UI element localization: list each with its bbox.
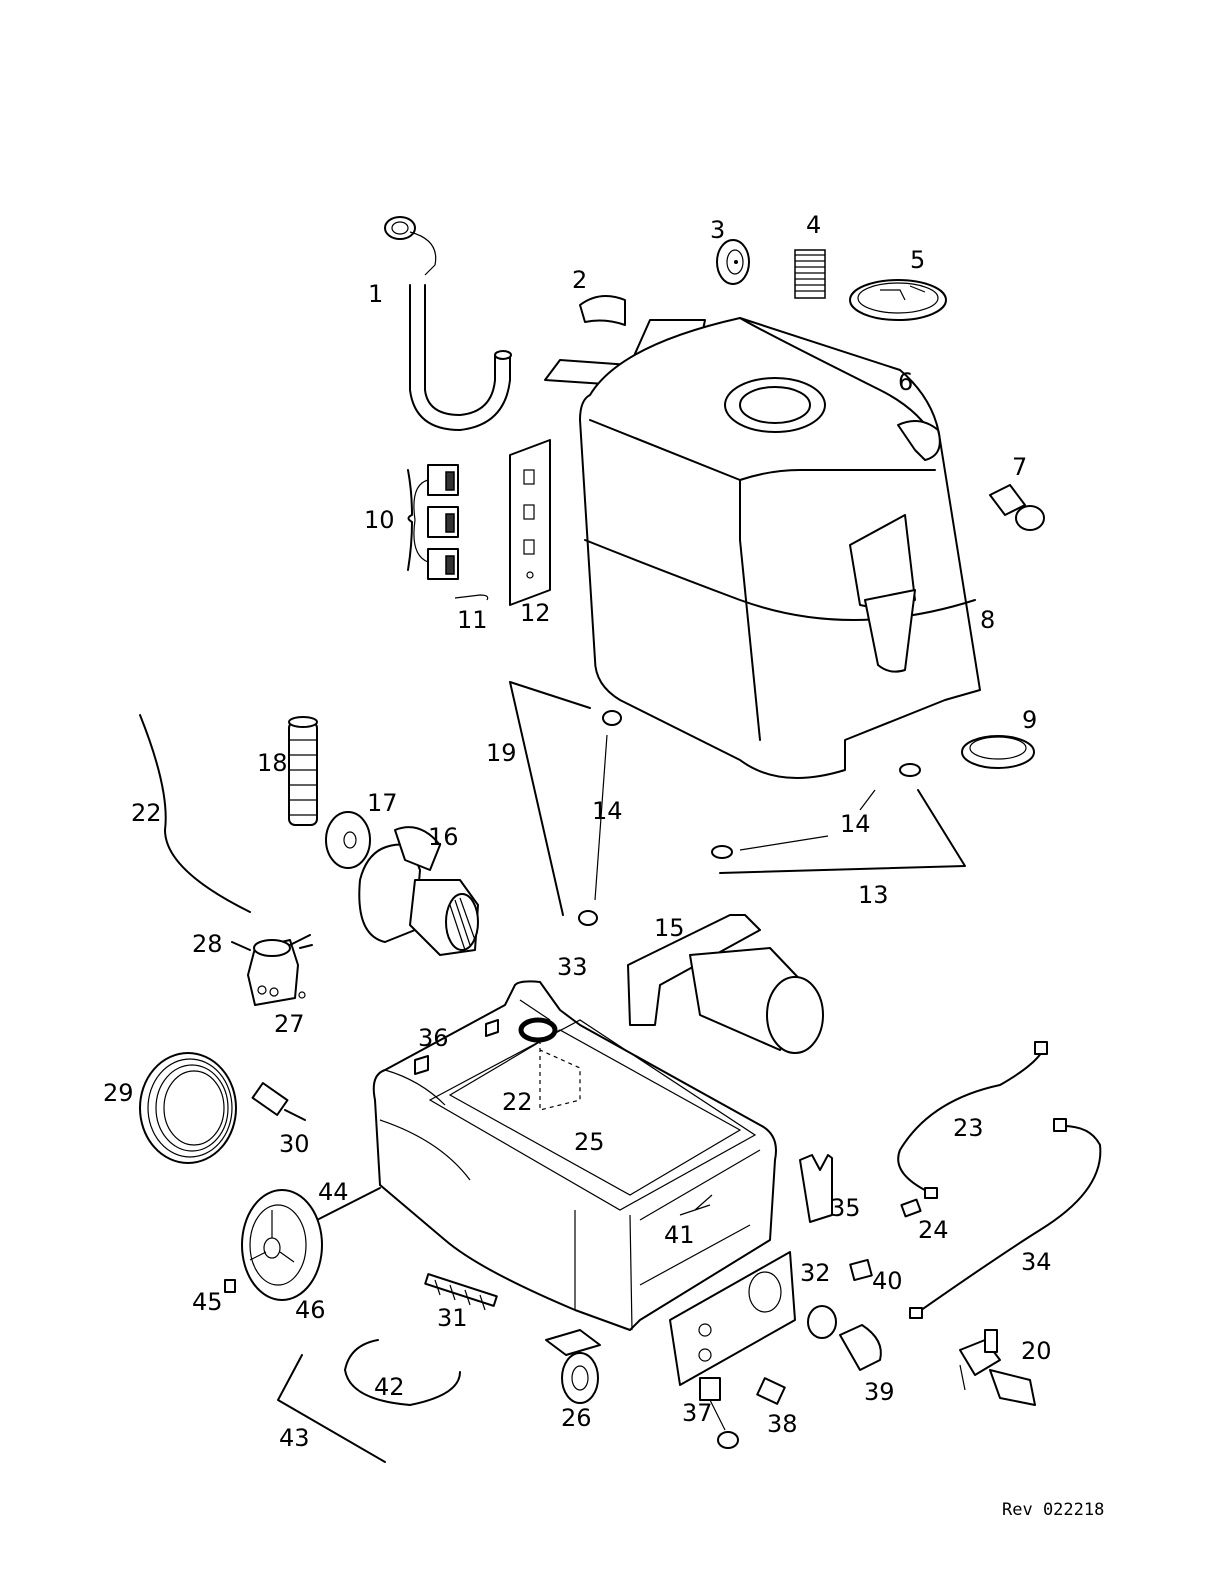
jumper-wire xyxy=(455,595,488,600)
callout-41: 41 xyxy=(664,1221,695,1249)
callout-34: 34 xyxy=(1021,1248,1052,1276)
callout-6: 6 xyxy=(898,368,913,396)
callout-11: 11 xyxy=(457,606,488,634)
callout-12: 12 xyxy=(520,599,551,627)
callout-16: 16 xyxy=(428,823,459,851)
tube-19 xyxy=(510,682,590,915)
callout-38: 38 xyxy=(767,1410,798,1438)
callout-45: 45 xyxy=(192,1288,223,1316)
washer xyxy=(326,812,370,868)
callout-17: 17 xyxy=(367,789,398,817)
callout-39: 39 xyxy=(864,1378,895,1406)
callout-24: 24 xyxy=(918,1216,949,1244)
plug-cap xyxy=(717,240,749,284)
callout-31: 31 xyxy=(437,1304,468,1332)
gasket-ring xyxy=(962,736,1034,768)
hose-with-cap xyxy=(385,217,511,430)
mounting-bracket xyxy=(800,1155,832,1222)
solution-pump xyxy=(232,935,312,1005)
fitting-24 xyxy=(901,1200,920,1217)
callout-4: 4 xyxy=(806,211,821,239)
spring xyxy=(795,250,825,298)
callout-18: 18 xyxy=(257,749,288,777)
clip xyxy=(580,296,625,325)
callout-42: 42 xyxy=(374,1373,405,1401)
fitting-40 xyxy=(850,1260,872,1280)
callout-35: 35 xyxy=(830,1194,861,1222)
callout-37: 37 xyxy=(682,1399,713,1427)
rear-wheel xyxy=(242,1190,322,1300)
callout-8: 8 xyxy=(980,606,995,634)
callout-7: 7 xyxy=(1012,453,1027,481)
callout-28: 28 xyxy=(192,930,223,958)
callout-5: 5 xyxy=(910,246,925,274)
caster-wheel xyxy=(546,1330,600,1403)
callout-33: 33 xyxy=(557,953,588,981)
rocker-switches xyxy=(408,465,458,579)
callout-23: 23 xyxy=(953,1114,984,1142)
revision-label: Rev 022218 xyxy=(1002,1500,1104,1520)
callout-22b: 22 xyxy=(502,1088,533,1116)
callout-1: 1 xyxy=(368,280,383,308)
callout-25: 25 xyxy=(574,1128,605,1156)
callout-44: 44 xyxy=(318,1178,349,1206)
coiled-hose xyxy=(140,1053,236,1163)
callout-14a: 14 xyxy=(592,797,623,825)
callout-46: 46 xyxy=(295,1296,326,1324)
axle-cap xyxy=(225,1280,235,1292)
callout-3: 3 xyxy=(710,216,725,244)
pump-motor xyxy=(359,827,478,955)
fitting-38 xyxy=(757,1378,785,1404)
callout-10: 10 xyxy=(364,506,395,534)
callout-29: 29 xyxy=(103,1079,134,1107)
callout-15: 15 xyxy=(654,914,685,942)
callout-14b: 14 xyxy=(840,810,871,838)
corrugated-hose xyxy=(289,717,317,825)
tank-lid xyxy=(850,280,946,320)
hose-fitting xyxy=(990,485,1044,530)
switch-plate xyxy=(510,440,550,605)
callout-9: 9 xyxy=(1022,706,1037,734)
callout-19: 19 xyxy=(486,739,517,767)
o-ring xyxy=(521,1020,555,1040)
callout-30: 30 xyxy=(279,1130,310,1158)
heater-element xyxy=(253,1083,305,1120)
callout-20: 20 xyxy=(1021,1337,1052,1365)
callout-13: 13 xyxy=(858,881,889,909)
callout-36: 36 xyxy=(418,1024,449,1052)
callout-32: 32 xyxy=(800,1259,831,1287)
callout-43: 43 xyxy=(279,1424,310,1452)
callout-40: 40 xyxy=(872,1267,903,1295)
callout-27: 27 xyxy=(274,1010,305,1038)
recovery-tank xyxy=(545,318,980,778)
callout-2: 2 xyxy=(572,266,587,294)
pressure-gauge xyxy=(808,1306,881,1370)
callout-26: 26 xyxy=(561,1404,592,1432)
callout-22a: 22 xyxy=(131,799,162,827)
